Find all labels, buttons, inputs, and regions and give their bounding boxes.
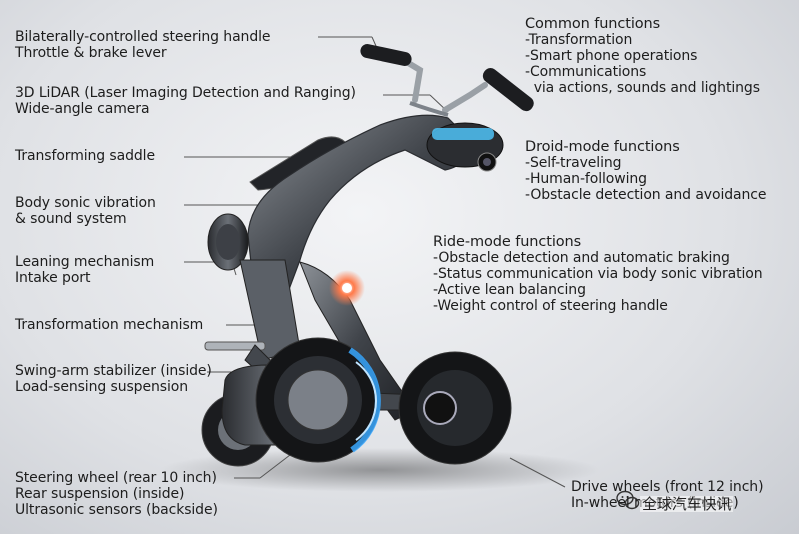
common-functions-title: Common functions (525, 16, 661, 32)
callout-leaning: Leaning mechanism Intake port (15, 254, 154, 286)
callout-sonic-line1: Body sonic vibration (15, 195, 156, 211)
ride-item: -Status communication via body sonic vib… (433, 266, 763, 282)
callout-rear-line1: Steering wheel (rear 10 inch) (15, 470, 217, 486)
droid-item: -Obstacle detection and avoidance (525, 187, 767, 203)
common-item: -Smart phone operations (525, 48, 698, 64)
callout-rear-line2: Rear suspension (inside) (15, 486, 185, 502)
common-item: via actions, sounds and lightings (525, 80, 760, 96)
handle-grip-left (360, 44, 412, 66)
callout-swing-line1: Swing-arm stabilizer (inside) (15, 363, 212, 379)
callout-swing-line2: Load-sensing suspension (15, 379, 188, 395)
callout-rear-line3: Ultrasonic sensors (backside) (15, 502, 218, 518)
droid-item: -Human-following (525, 171, 647, 187)
lidar-sensor (432, 128, 494, 140)
callout-steering: Bilaterally-controlled steering handle T… (15, 29, 271, 61)
common-item: -Communications (525, 64, 647, 80)
callout-lidar-line2: Wide-angle camera (15, 101, 150, 117)
ride-functions: Ride-mode functions -Obstacle detection … (433, 234, 763, 314)
droid-functions-title: Droid-mode functions (525, 139, 680, 155)
callout-sonic: Body sonic vibration & sound system (15, 195, 156, 227)
floor-shadow (160, 448, 600, 492)
wheel-glow (348, 347, 381, 453)
callout-saddle-line1: Transforming saddle (15, 148, 155, 164)
wechat-icon (616, 490, 640, 510)
droid-item: -Self-traveling (525, 155, 622, 171)
ride-item: -Weight control of steering handle (433, 298, 668, 314)
callout-leaning-line2: Intake port (15, 270, 91, 286)
callout-rear: Steering wheel (rear 10 inch) Rear suspe… (15, 470, 218, 518)
watermark-text: 全球汽车快讯 (640, 495, 734, 513)
footrest (204, 341, 266, 351)
ride-item: -Active lean balancing (433, 282, 586, 298)
callout-steering-line1: Bilaterally-controlled steering handle (15, 29, 271, 45)
steering-stem-right (442, 82, 488, 113)
callout-transformation-line1: Transformation mechanism (15, 317, 204, 333)
callout-steering-line2: Throttle & brake lever (15, 45, 167, 61)
callout-lidar: 3D LiDAR (Laser Imaging Detection and Ra… (15, 85, 356, 117)
ride-item: -Obstacle detection and automatic brakin… (433, 250, 730, 266)
ride-functions-title: Ride-mode functions (433, 234, 582, 250)
common-item: -Transformation (525, 32, 633, 48)
callout-sonic-line2: & sound system (15, 211, 127, 227)
common-functions: Common functions -Transformation -Smart … (525, 16, 760, 96)
callout-drive-line1: Drive wheels (front 12 inch) (571, 479, 764, 495)
leader-lines (184, 36, 566, 488)
callout-saddle: Transforming saddle (15, 148, 155, 164)
handle-grip-right (482, 68, 534, 112)
callout-leaning-line1: Leaning mechanism (15, 254, 155, 270)
callout-swing: Swing-arm stabilizer (inside) Load-sensi… (15, 363, 212, 395)
callout-transformation: Transformation mechanism (15, 317, 203, 333)
droid-functions: Droid-mode functions -Self-traveling -Hu… (525, 139, 766, 203)
callout-lidar-line1: 3D LiDAR (Laser Imaging Detection and Ra… (15, 85, 356, 101)
